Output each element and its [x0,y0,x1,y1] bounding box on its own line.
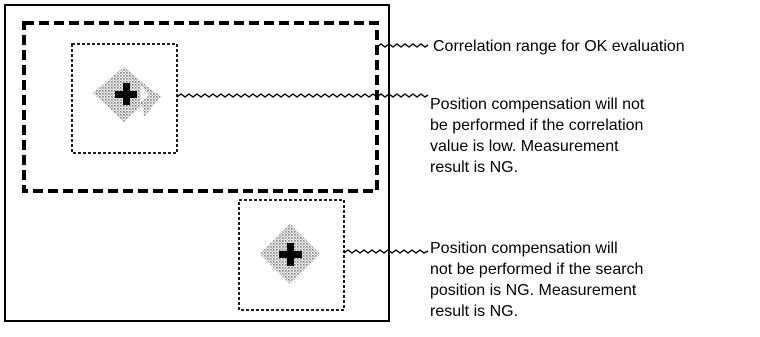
search-ng-note-line: not be performed if the search [430,261,644,278]
search-ng-note: Position compensation will not be perfor… [430,238,720,322]
low-correlation-note-line: value is low. Measurement [430,138,619,155]
low-correlation-note-line: Position compensation will not [430,96,645,113]
search-ng-note-line: position is NG. Measurement [430,282,637,299]
leader-line-correlation-range [376,43,429,48]
search-ng-note-line: Position compensation will [430,240,618,257]
low-correlation-search-region [71,43,178,154]
search-ng-note-line: result is NG. [430,303,519,320]
low-correlation-model-icon [93,67,161,122]
leader-line-low-correlation [176,93,429,98]
search-ng-model-icon [260,224,320,284]
low-correlation-note-line: result is NG. [430,159,519,176]
low-correlation-note-line: be performed if the correlation [430,117,644,134]
ng-search-region [238,199,345,311]
image-frame [4,4,390,322]
leader-line-search-ng [343,249,429,254]
correlation-range-label: Correlation range for OK evaluation [433,38,685,55]
correlation-range-box [22,21,379,193]
low-correlation-note: Position compensation will not be perfor… [430,94,720,178]
